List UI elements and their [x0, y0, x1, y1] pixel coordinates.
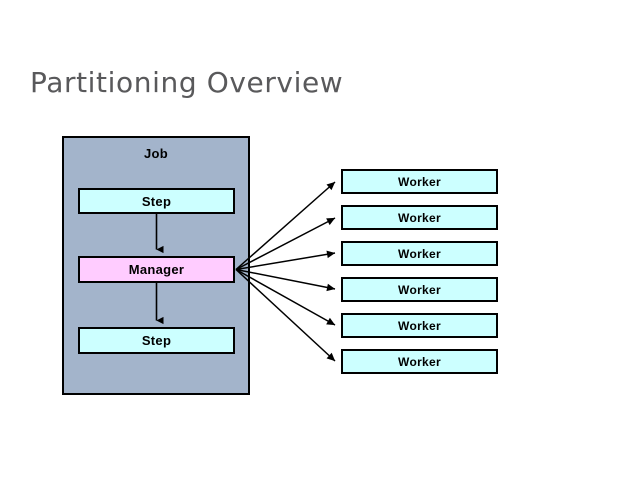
job-label: Job [143, 146, 168, 161]
node-step-bottom[interactable]: Step [78, 327, 235, 354]
node-worker[interactable]: Worker [341, 277, 498, 302]
arrow-manager-to-worker-4 [235, 268, 336, 292]
node-worker[interactable]: Worker [341, 313, 498, 338]
node-manager[interactable]: Manager [78, 256, 235, 283]
node-worker[interactable]: Worker [341, 169, 498, 194]
node-worker[interactable]: Worker [341, 241, 498, 266]
arrow-manager-to-worker-6 [235, 268, 336, 362]
arrow-manager-to-worker-1 [235, 181, 336, 271]
arrow-manager-to-worker-5 [235, 268, 336, 326]
node-step-top[interactable]: Step [78, 188, 235, 214]
node-worker[interactable]: Worker [341, 349, 498, 374]
arrow-manager-to-worker-2 [235, 217, 336, 271]
arrow-manager-to-worker-3 [235, 250, 336, 271]
page-title: Partitioning Overview [30, 66, 344, 99]
node-worker[interactable]: Worker [341, 205, 498, 230]
